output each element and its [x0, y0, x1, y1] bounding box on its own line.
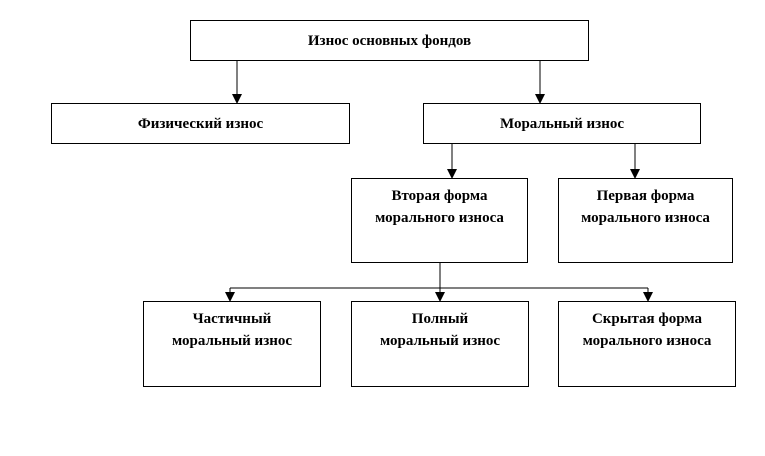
node-partial-line1: Частичный [192, 311, 272, 327]
node-partial: Частичный моральный износ [143, 301, 321, 387]
node-full-line1: Полный [411, 311, 469, 327]
node-moral-wear-label: Моральный износ [500, 115, 624, 132]
node-physical-wear: Физический износ [51, 103, 350, 144]
node-second-form-line2: морального износа [375, 210, 504, 226]
node-first-form-line1: Первая форма [596, 188, 695, 204]
node-moral-wear: Моральный износ [423, 103, 701, 144]
node-physical-wear-label: Физический износ [137, 115, 264, 132]
node-hidden-line1: Скрытая форма [591, 311, 703, 327]
node-root: Износ основных фондов [190, 20, 589, 61]
node-first-form: Первая форма морального износа [558, 178, 733, 263]
node-full-line2: моральный износ [379, 333, 501, 349]
node-partial-line2: моральный износ [171, 333, 293, 349]
node-first-form-line2: морального износа [581, 210, 710, 226]
node-second-form: Вторая форма морального износа [351, 178, 528, 263]
node-hidden-line2: морального износа [582, 333, 712, 349]
node-full: Полный моральный износ [351, 301, 529, 387]
node-hidden: Скрытая форма морального износа [558, 301, 736, 387]
node-second-form-line1: Вторая форма [391, 188, 488, 204]
node-root-label: Износ основных фондов [307, 32, 472, 49]
